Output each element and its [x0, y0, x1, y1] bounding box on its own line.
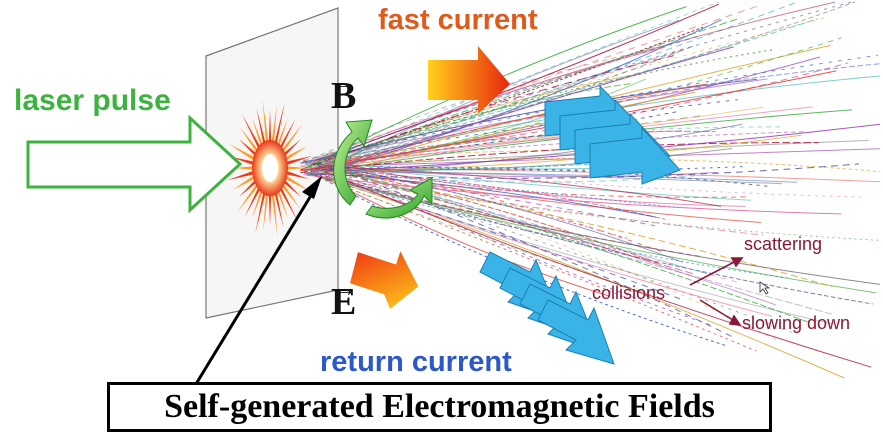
particle-track: [304, 162, 747, 171]
particle-track: [303, 173, 764, 236]
collisions-label: collisions: [592, 283, 666, 303]
collision-arrows: [689, 257, 744, 326]
particle-track: [326, 158, 660, 169]
particle-track: [303, 170, 757, 352]
fast-current-label: fast current: [378, 4, 538, 36]
particle-track: [314, 173, 728, 347]
particle-track: [324, 171, 798, 183]
b-field-loop-icon: [333, 119, 433, 219]
particle-track: [316, 148, 689, 162]
scattering-label: scattering: [744, 234, 823, 254]
mouse-cursor-icon: [759, 281, 771, 295]
e-field-arrow-icon: [350, 251, 419, 309]
e-field-label: E: [331, 281, 357, 323]
particle-track: [306, 123, 743, 176]
b-field-vector: → B: [331, 70, 357, 118]
particle-track: [300, 53, 680, 171]
particle-track: [319, 163, 734, 338]
particle-track: [329, 168, 761, 223]
caption-text: Self-generated Electromagnetic Fields: [164, 388, 715, 425]
vector-arrow-icon: →: [334, 276, 356, 301]
particle-track: [302, 18, 818, 161]
particle-track: [314, 175, 652, 296]
particle-track: [327, 134, 802, 173]
particle-track: [311, 174, 876, 294]
particle-track: [319, 37, 842, 171]
particle-track: [328, 131, 807, 164]
slowing-down-label: slowing down: [742, 313, 851, 333]
fast-current-blue-arrows-icon: [544, 84, 681, 185]
particle-track: [305, 174, 842, 215]
particle-track: [315, 1, 852, 165]
particle-track: [324, 166, 722, 207]
particle-track: [316, 162, 708, 275]
particle-track: [313, 174, 881, 285]
particle-track: [314, 47, 688, 170]
particle-track: [314, 1, 798, 168]
fast-current-arrow-icon: [428, 46, 510, 114]
particle-track: [317, 106, 813, 170]
particle-track: [324, 171, 872, 368]
particle-track: [316, 114, 705, 165]
laser-pulse-label: laser pulse: [14, 84, 171, 117]
particle-track: [316, 16, 830, 166]
particle-track: [323, 46, 734, 173]
particle-track: [304, 78, 757, 164]
particle-track: [311, 1, 719, 165]
particle-track: [312, 159, 861, 198]
particle-track: [308, 174, 881, 241]
particle-track: [324, 171, 833, 315]
vector-arrow-icon: →: [334, 70, 356, 95]
particle-track: [312, 167, 680, 209]
particle-track: [308, 111, 677, 167]
particle-track: [302, 169, 845, 379]
particle-track: [308, 166, 771, 187]
e-field-vector: → E: [331, 276, 357, 324]
pointer-arrow-icon: [194, 176, 322, 385]
return-current-arrow-icon: [479, 251, 615, 365]
flash-burst-icon: [227, 99, 313, 237]
return-current-label: return current: [320, 346, 512, 378]
b-field-label: B: [331, 75, 357, 117]
particle-track: [314, 168, 881, 183]
particle-track: [300, 168, 787, 279]
caption-box: Self-generated Electromagnetic Fields: [107, 382, 772, 432]
particle-track: [320, 83, 706, 170]
particle-track: [320, 48, 776, 164]
particle-track: [318, 26, 704, 163]
laser-arrow-icon: [26, 114, 243, 214]
particle-track: [318, 165, 658, 264]
